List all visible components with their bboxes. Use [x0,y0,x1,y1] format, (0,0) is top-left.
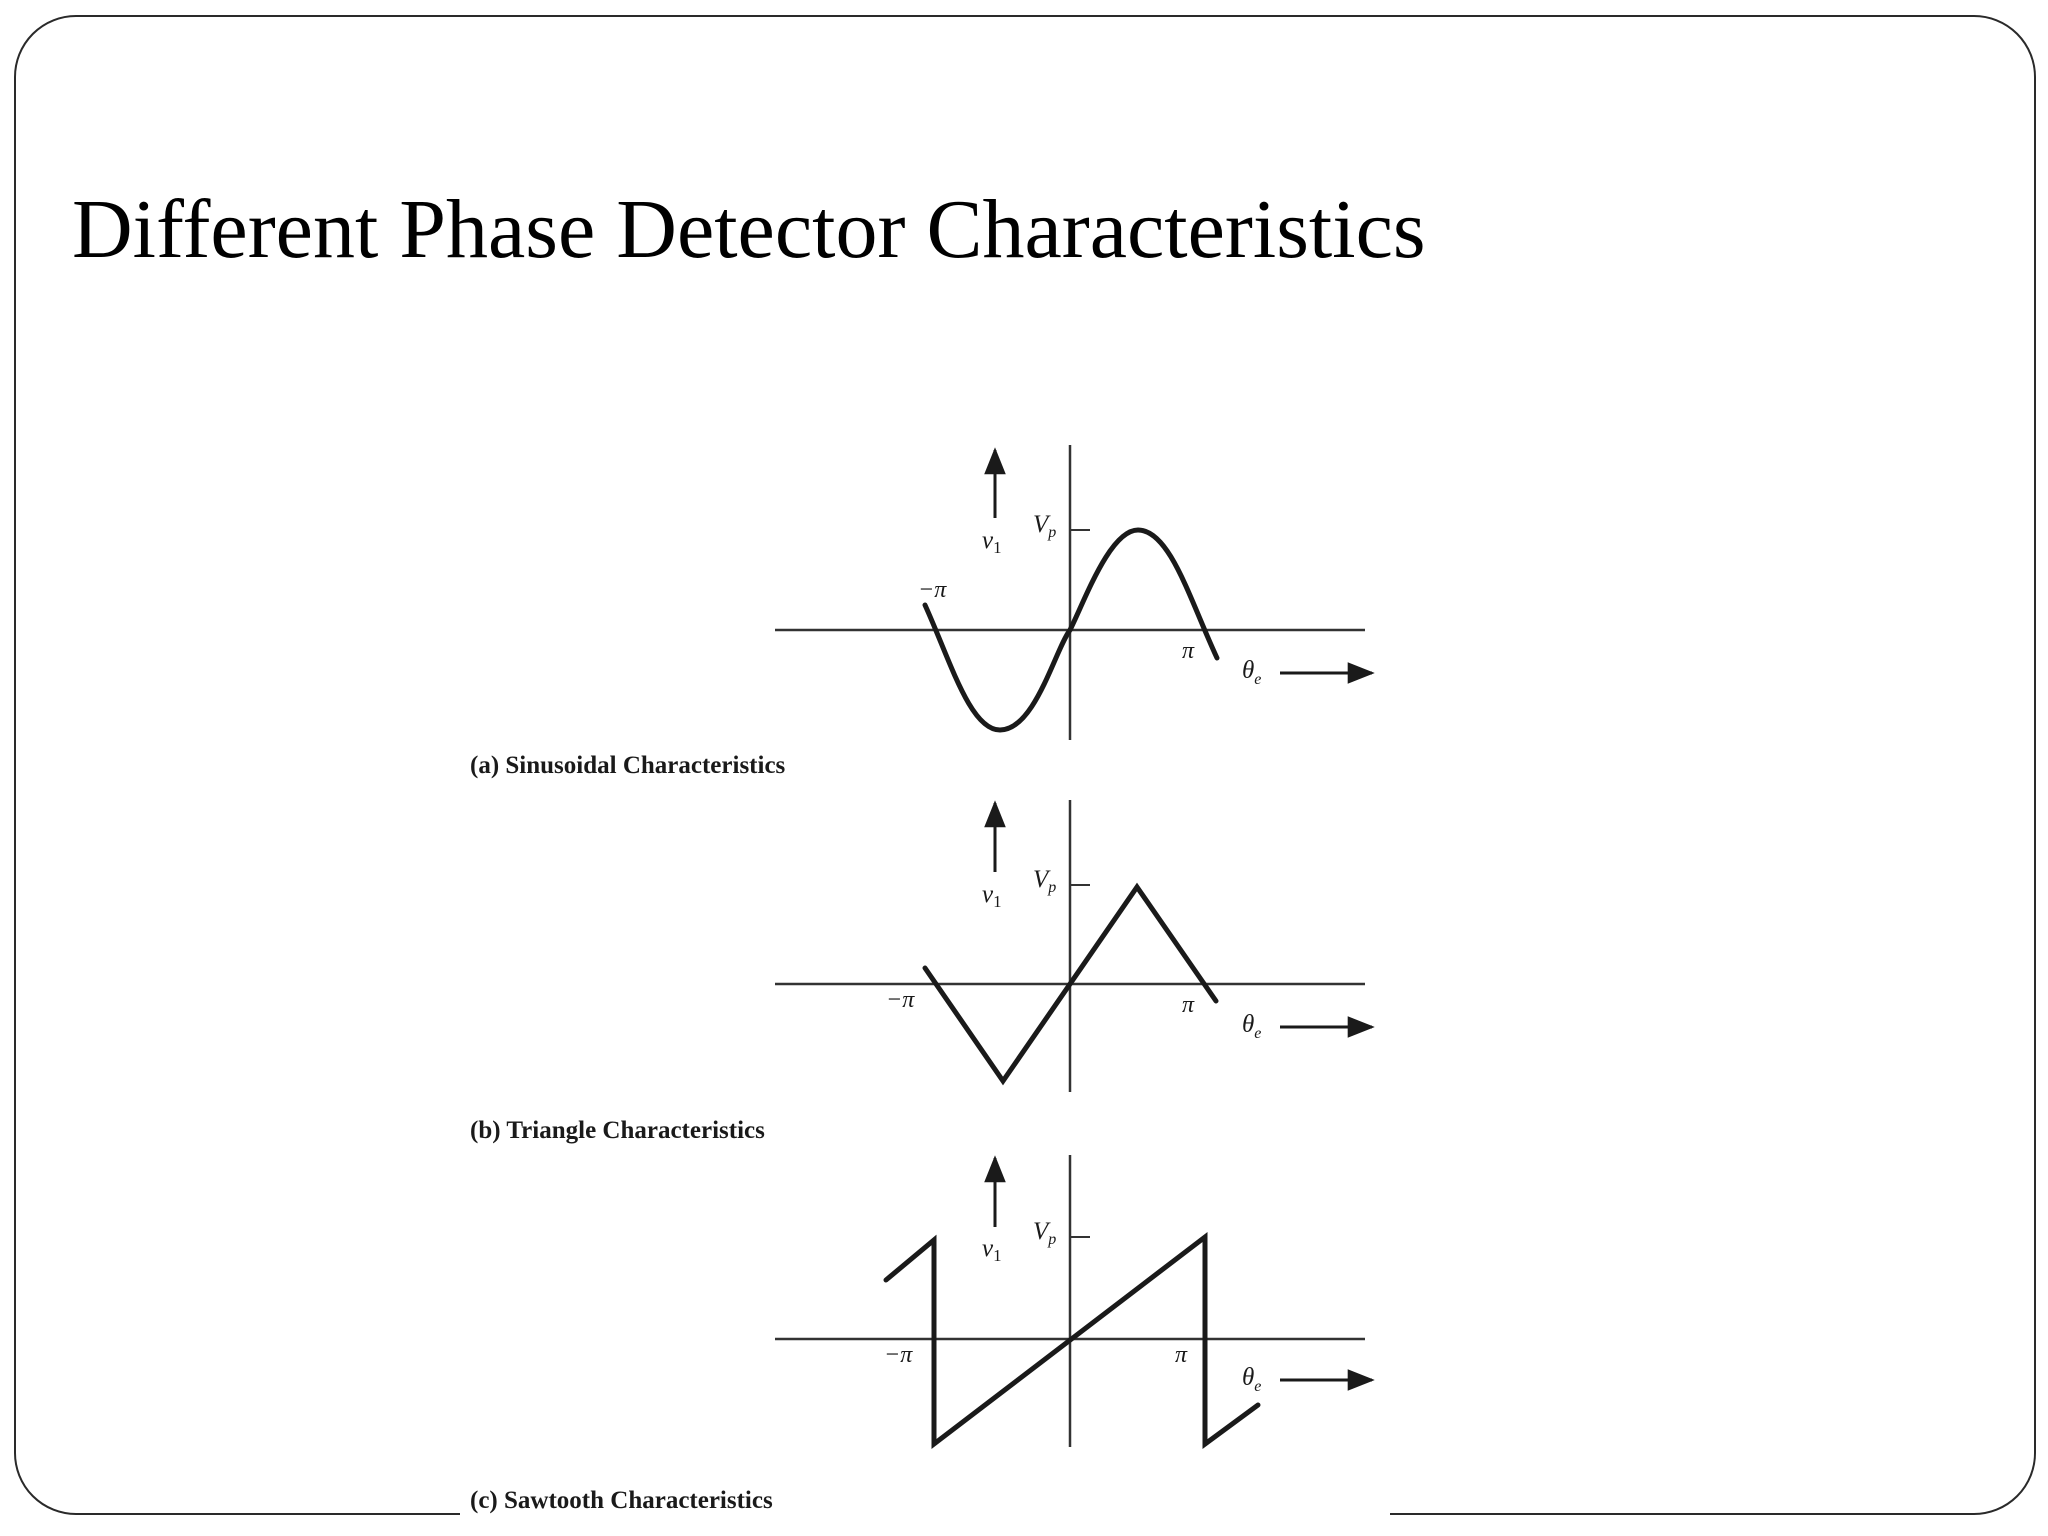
y-axis-label: v1 [982,527,1002,557]
x-axis-label: θe [1242,1364,1261,1395]
pos-pi-label: π [1175,1342,1188,1368]
neg-pi-label: −π [886,987,915,1013]
neg-pi-label: −π [884,1342,913,1368]
peak-label: Vp [1033,511,1056,541]
triangle-curve [922,882,1219,1086]
caption-triangle: (b) Triangle Characteristics [470,1117,765,1144]
caption-sawtooth: (c) Sawtooth Characteristics [470,1487,773,1514]
y-axis-label: v1 [982,881,1002,911]
characteristics-diagram: v1 Vp −π π θe (a) Sinusoidal Characteris… [470,445,1375,1514]
slide-title: Different Phase Detector Characteristics [72,183,1426,276]
sinusoidal-curve [922,527,1220,733]
panel-sinusoidal: v1 Vp −π π θe (a) Sinusoidal Characteris… [470,445,1375,779]
panel-sawtooth: v1 Vp −π π θe (c) Sawtooth Characteristi… [470,1155,1375,1514]
pos-pi-label: π [1182,638,1195,664]
panel-triangle: v1 Vp −π π θe (b) Triangle Characteristi… [470,800,1375,1144]
neg-pi-label: −π [918,577,947,603]
sawtooth-curve [883,1231,1261,1450]
phase-detector-figure: v1 Vp −π π θe (a) Sinusoidal Characteris… [460,440,1390,1535]
y-axis-label: v1 [982,1235,1002,1265]
x-axis-label: θe [1242,657,1261,688]
x-axis-label: θe [1242,1011,1261,1042]
pos-pi-label: π [1182,992,1195,1018]
peak-label: Vp [1033,1218,1056,1248]
peak-label: Vp [1033,866,1056,896]
caption-sinusoidal: (a) Sinusoidal Characteristics [470,752,786,779]
